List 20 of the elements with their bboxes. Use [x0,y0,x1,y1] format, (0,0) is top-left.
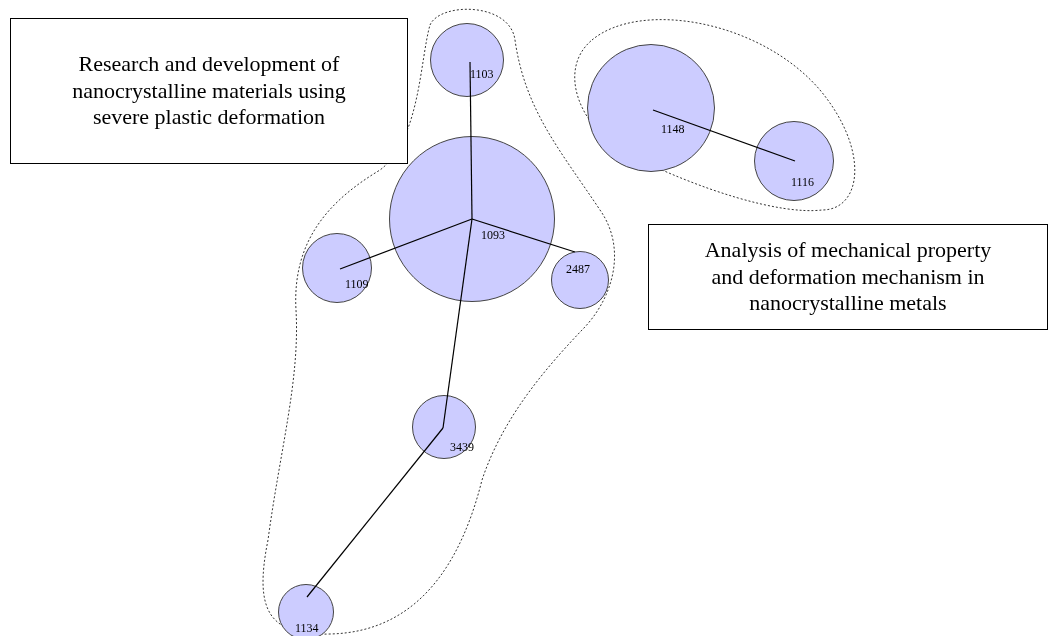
connector-line [652,109,796,162]
connector-line [442,218,473,429]
node-number: 1134 [295,622,319,634]
cluster-circle [278,584,334,636]
node-number: 1103 [470,68,494,80]
text-box [10,18,408,164]
box-text: Research and development of nanocrystalline materials using severe plastic deformation [71,51,347,131]
node-number: 1116 [791,176,815,188]
connector-line [339,218,473,270]
node-number: 1109 [345,278,369,290]
node-number: 1093 [481,229,505,241]
box-text: Analysis of mechanical property and deformation mechanism in nanocrystalline metals [703,237,993,317]
connector-line [471,218,576,253]
node-number: 1148 [661,123,685,135]
connector-line [469,61,473,220]
text-box [648,224,1048,330]
connector-line [306,427,444,598]
node-number: 2487 [566,263,590,275]
node-number: 3439 [450,441,474,453]
cluster-circle [551,251,609,309]
